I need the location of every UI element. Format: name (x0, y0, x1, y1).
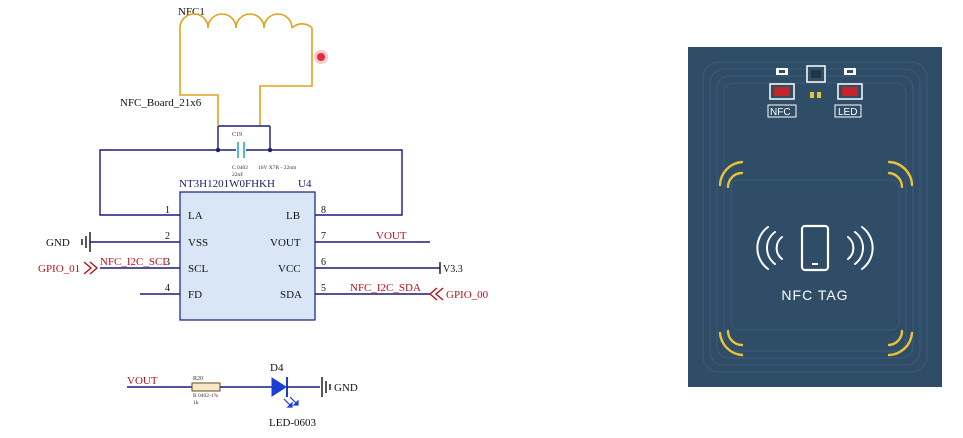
cap-value-c: 22nF (232, 172, 243, 178)
svg-text:3: 3 (165, 257, 170, 268)
svg-text:7: 7 (321, 231, 326, 242)
ic-ref: U4 (298, 178, 312, 190)
net-vout-label: VOUT (376, 230, 407, 242)
coil-name: NFC_Board_21x6 (120, 97, 202, 109)
svg-text:4: 4 (165, 283, 170, 294)
wire-lb (270, 149, 403, 216)
ic-pin-5: 5 SDA (280, 283, 326, 301)
led-vout-label: VOUT (127, 375, 158, 387)
ic-part-number: NT3H1201W0FHKH (179, 178, 275, 190)
net-gnd-label: GND (46, 237, 70, 249)
cap-ref: C19 (232, 132, 242, 138)
led-ref: D4 (270, 362, 284, 374)
pcb-component-led (837, 68, 863, 100)
led-diode (271, 377, 287, 397)
svg-text:LB: LB (286, 210, 300, 222)
ic-pin-3: 3 SCL (165, 257, 208, 275)
port-gpio00-label: GPIO_00 (446, 289, 489, 301)
pcb-ic-small (806, 65, 826, 98)
svg-text:FD: FD (188, 289, 202, 301)
gnd-symbol (81, 232, 140, 252)
led-gnd-label: GND (334, 382, 358, 394)
net-scl-label: NFC_I2C_SCL (100, 256, 169, 268)
led-footprint: LED-0603 (269, 417, 317, 429)
nfc-waves-left-icon (756, 226, 783, 270)
svg-text:SCL: SCL (188, 263, 208, 275)
antenna-coil (179, 13, 313, 120)
cap-wire (217, 126, 236, 151)
cap-value-b: 16V X7R - 22nm (258, 165, 297, 171)
svg-text:VSS: VSS (188, 237, 208, 249)
net-v33-label: V3.3 (443, 264, 463, 275)
pcb-label-nfc: NFC (770, 107, 791, 118)
svg-text:VCC: VCC (278, 263, 301, 275)
resistor-r20 (191, 382, 221, 392)
pcb-component-nfc (769, 68, 795, 100)
pcb-board: NFC LED NFC TAG (688, 47, 942, 387)
res-value-b: 1k (193, 400, 199, 406)
ic-body (179, 191, 316, 321)
port-gpio00-arrow (428, 287, 444, 301)
res-value-a: R 0402-1% (193, 393, 219, 399)
nfc-waves-right-icon (847, 226, 874, 270)
port-gpio01-label: GPIO_01 (38, 263, 80, 275)
res-ref: R20 (193, 376, 203, 382)
phone-icon (800, 224, 830, 272)
pcb-title: NFC TAG (781, 287, 848, 303)
svg-text:LA: LA (188, 210, 203, 222)
ic-pin-7: 7 VOUT (270, 231, 326, 249)
pcb-label-led: LED (838, 107, 857, 118)
port-gpio01-arrow (83, 261, 99, 275)
svg-text:8: 8 (321, 205, 326, 216)
ic-pin-8: 8 LB (286, 205, 326, 222)
net-sda-label: NFC_I2C_SDA (350, 282, 421, 294)
ic-pin-6: 6 VCC (278, 257, 326, 275)
corner-arcs (718, 160, 914, 357)
svg-text:VOUT: VOUT (270, 237, 301, 249)
svg-text:2: 2 (165, 231, 170, 242)
cap-value-a: C 0402 (232, 165, 248, 171)
wire-la (99, 149, 218, 216)
probe-marker (317, 53, 325, 61)
svg-text:1: 1 (165, 205, 170, 216)
led-emission-arrows (283, 396, 299, 408)
svg-text:6: 6 (321, 257, 326, 268)
svg-text:SDA: SDA (280, 289, 302, 301)
svg-text:5: 5 (321, 283, 326, 294)
ic-pin-4: 4 FD (165, 283, 202, 301)
led-gnd-symbol (321, 377, 331, 397)
ic-pin-2: 2 VSS (165, 231, 208, 249)
ic-pin-1: 1 LA (165, 205, 203, 222)
